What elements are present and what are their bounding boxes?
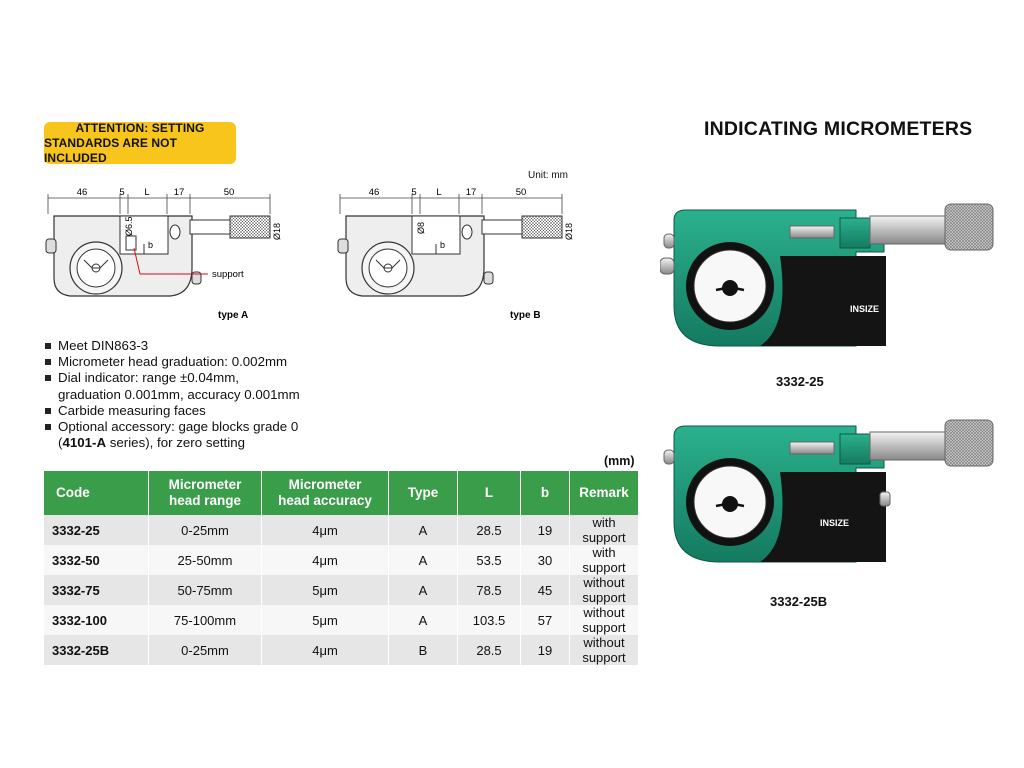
dim-17: 17 — [466, 187, 477, 198]
table-unit: (mm) — [604, 454, 635, 468]
dia-small-b: Ø8 — [416, 222, 426, 234]
brand-logo-1: INSIZE — [850, 304, 879, 314]
dim-50: 50 — [224, 187, 235, 198]
feature-item: Micrometer head graduation: 0.002mm — [44, 354, 374, 370]
dim-l: L — [436, 187, 441, 198]
type-a-label: type A — [218, 310, 248, 321]
dim-46: 46 — [77, 187, 88, 198]
header-type: Type — [388, 471, 458, 515]
product-caption-2: 3332-25B — [770, 594, 828, 609]
header-b: b — [520, 471, 570, 515]
diagram-type-a: 46 5 L 17 50 support type A Ø6.5 b Ø18 — [45, 187, 282, 321]
attention-line-2: STANDARDS ARE NOT INCLUDED — [44, 135, 178, 165]
feature-list: Meet DIN863-3 Micrometer head graduation… — [44, 338, 374, 451]
feature-item: Carbide measuring faces — [44, 403, 374, 419]
page-title: INDICATING MICROMETERS — [704, 118, 973, 140]
dim-b-b: b — [440, 240, 445, 250]
dia-small-a: Ø6.5 — [124, 216, 134, 236]
attention-line-1: ATTENTION: SETTING — [75, 120, 205, 135]
dim-l: L — [144, 187, 149, 198]
type-b-label: type B — [510, 310, 541, 321]
accessory-code: 4101-A — [62, 435, 107, 451]
product-caption-1: 3332-25 — [776, 374, 824, 389]
dim-17: 17 — [174, 187, 185, 198]
header-code: Code — [44, 471, 149, 515]
dim-46: 46 — [369, 187, 380, 198]
brand-logo-2: INSIZE — [820, 518, 849, 528]
header-l: L — [457, 471, 521, 515]
feature-item: Dial indicator: range ±0.04mm,graduation… — [44, 370, 374, 402]
product-image-3332-25b: INSIZE — [663, 419, 994, 563]
attention-badge: ATTENTION: SETTING STANDARDS ARE NOT INC… — [44, 120, 236, 165]
dim-b-a: b — [148, 240, 153, 250]
unit-note: Unit: mm — [528, 170, 568, 181]
diagram-type-b: 46 5 L 17 50 type B Ø8 b Ø18 — [337, 187, 574, 321]
feature-item: Meet DIN863-3 — [44, 338, 374, 354]
dim-5: 5 — [119, 187, 124, 198]
support-label: support — [212, 269, 244, 280]
dia-large-a: Ø18 — [272, 223, 282, 240]
feature-item: Optional accessory: gage blocks grade 0(… — [44, 419, 374, 451]
dia-large-b: Ø18 — [564, 223, 574, 240]
dim-5: 5 — [411, 187, 416, 198]
product-image-3332-25: INSIZE — [660, 203, 994, 347]
header-remark: Remark — [569, 471, 638, 515]
dim-50: 50 — [516, 187, 527, 198]
